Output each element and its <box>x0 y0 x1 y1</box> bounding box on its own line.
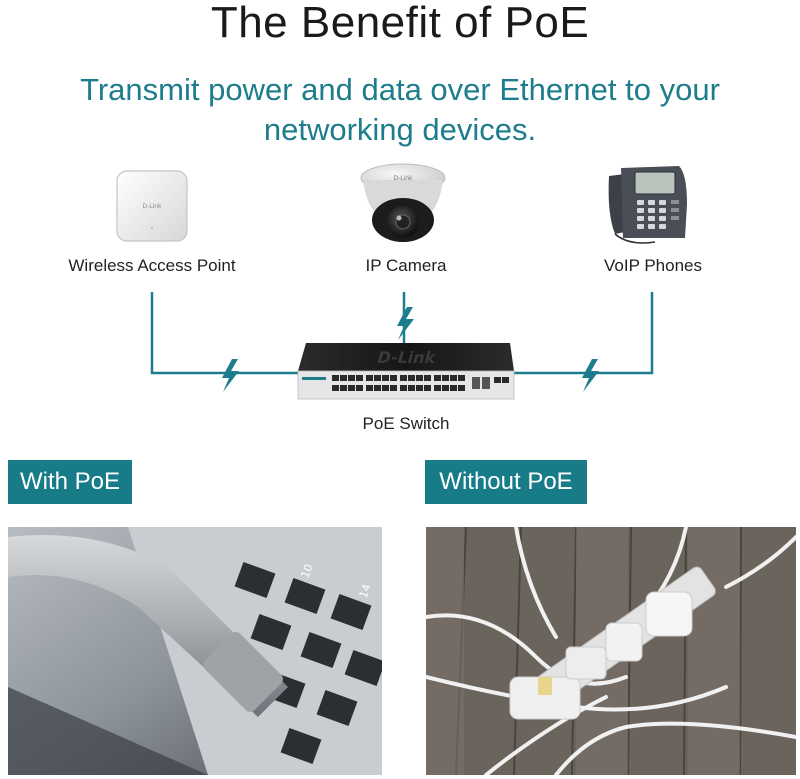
lightning-bolt-icon <box>582 359 599 392</box>
without-poe-photo <box>426 527 796 775</box>
access-point-connection-line <box>150 292 300 375</box>
with-poe-photo: 14 10 <box>8 527 382 775</box>
lightning-bolt-icon <box>397 307 414 340</box>
access-point-logo: D-Link <box>142 203 162 210</box>
ip-camera-label: IP Camera <box>365 256 447 275</box>
switch-logo: D-Link <box>375 348 439 367</box>
switch-port-label: 10 <box>299 562 316 580</box>
voip-phone-label: VoIP Phones <box>604 256 702 275</box>
with-poe-tag: With PoE <box>8 460 132 504</box>
phone-connection-line <box>510 292 654 375</box>
access-point-label: Wireless Access Point <box>68 256 236 275</box>
switch-port-label: 14 <box>357 582 374 600</box>
without-poe-tag: Without PoE <box>425 460 587 504</box>
page-title: The Benefit of PoE <box>210 0 590 47</box>
lightning-bolt-icon <box>222 359 239 392</box>
ip-camera-image: D-Link <box>360 163 446 242</box>
access-point-image: D-Link <box>116 170 188 242</box>
camera-logo: D-Link <box>393 175 413 182</box>
poe-switch-image: D-Link <box>297 343 515 400</box>
voip-phone-image <box>608 166 687 244</box>
poe-switch-label: PoE Switch <box>362 414 450 433</box>
connection-diagram <box>150 292 654 392</box>
page-subtitle: Transmit power and data over Ethernet to… <box>80 72 720 147</box>
